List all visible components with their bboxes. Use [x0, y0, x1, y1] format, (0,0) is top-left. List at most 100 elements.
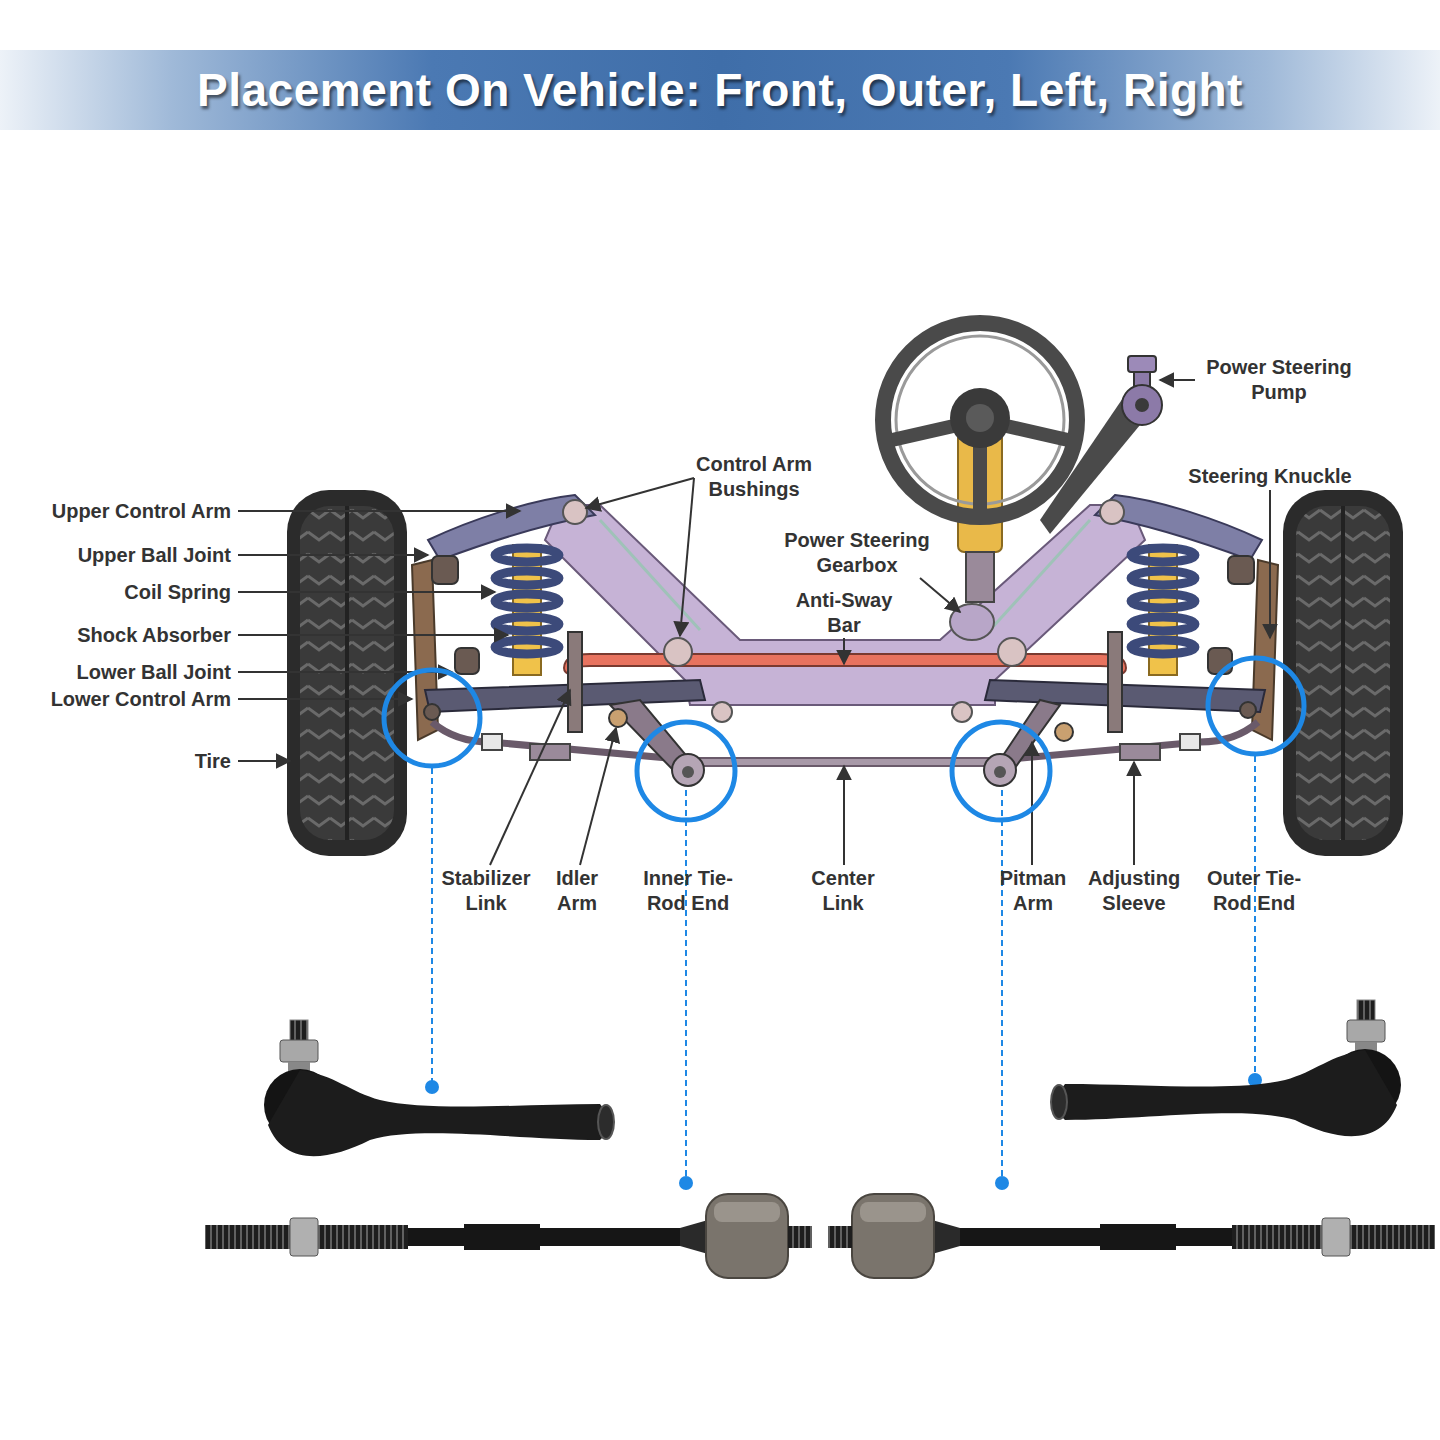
- stabilizer-link: [568, 632, 582, 732]
- dashed-guide: [1254, 756, 1256, 1080]
- dashed-guide: [431, 768, 433, 1087]
- part-label: Lower Ball Joint: [77, 660, 231, 685]
- outer-tie-rod-end: [1056, 1050, 1397, 1136]
- outer-tie-rod-end: [1347, 1020, 1385, 1042]
- steering-linkage: [994, 766, 1006, 778]
- inner-tie-rod: [1176, 1228, 1232, 1246]
- control-arm-bushing: [712, 702, 732, 722]
- steering-linkage: [482, 734, 502, 750]
- steering-wheel: [950, 388, 1010, 448]
- inner-tie-rod: [464, 1224, 540, 1250]
- part-label: Control Arm Bushings: [687, 452, 822, 502]
- leader-line: [238, 591, 495, 593]
- inner-tie-rod: [205, 1194, 812, 1278]
- outer-tie-rod-end: [598, 1105, 614, 1139]
- ball-joint: [432, 556, 458, 584]
- inner-tie-rod: [1350, 1225, 1435, 1249]
- coil-spring: [1131, 594, 1195, 608]
- inner-tie-rod: [960, 1228, 1100, 1246]
- dashed-guide: [685, 790, 687, 1183]
- leader-line: [843, 638, 845, 664]
- part-label: Steering Knuckle: [1188, 464, 1351, 489]
- part-label: Lower Control Arm: [51, 687, 231, 712]
- steering-wheel: [883, 323, 1077, 640]
- outer-tie-rod-end: [1051, 1000, 1401, 1136]
- inner-tie-rod: [1100, 1224, 1176, 1250]
- tire: [1296, 506, 1390, 840]
- part-label: Upper Control Arm: [52, 499, 231, 524]
- steering-linkage: [1120, 744, 1160, 760]
- leader-line: [1160, 379, 1195, 381]
- leader-line: [238, 380, 1270, 865]
- control-arm-bushing: [563, 500, 1124, 722]
- part-label: Adjusting Sleeve: [1080, 866, 1188, 916]
- control-arm-bushing: [998, 638, 1026, 666]
- highlight-circle: [1208, 658, 1304, 754]
- part-label: Shock Absorber: [77, 623, 231, 648]
- power-steering-pump: [1122, 385, 1162, 425]
- ball-joint: [455, 648, 479, 674]
- control-arm-bushing: [1100, 500, 1124, 524]
- inner-tie-rod: [318, 1225, 408, 1249]
- title-text: Placement On Vehicle: Front, Outer, Left…: [0, 62, 1440, 118]
- leader-line: [238, 634, 508, 636]
- inner-tie-rod: [205, 1225, 290, 1249]
- inner-tie-rod: [714, 1202, 780, 1222]
- leader-line: [1031, 742, 1033, 865]
- inner-tie-rod: [932, 1220, 960, 1254]
- coil-spring: [495, 617, 559, 631]
- part-label: Upper Ball Joint: [78, 543, 231, 568]
- ball-joint: [1208, 648, 1232, 674]
- part-label: Power Steering Gearbox: [775, 528, 940, 578]
- power-steering-pump: [1128, 356, 1156, 372]
- steering-linkage: [1180, 734, 1200, 750]
- tire: [1283, 490, 1403, 856]
- steering-knuckle: [412, 560, 1278, 740]
- steering-linkage: [682, 766, 694, 778]
- steering-wheel: [883, 323, 1077, 517]
- steering-linkage: [530, 744, 570, 760]
- leader-line: [580, 728, 616, 865]
- part-label: Stabilizer Link: [436, 866, 536, 916]
- part-label: Power Steering Pump: [1194, 355, 1364, 405]
- steering-linkage: [424, 700, 1258, 786]
- outer-tie-rod-end: [1051, 1085, 1067, 1119]
- part-label: Anti-Sway Bar: [788, 588, 900, 638]
- coil-spring: [495, 571, 559, 585]
- highlight-circle: [384, 658, 1304, 820]
- lower-control-arm: [985, 680, 1265, 712]
- leader-line: [238, 760, 290, 762]
- inner-tie-rod: [828, 1226, 852, 1248]
- part-label: Center Link: [804, 866, 882, 916]
- ball-joint: [1228, 556, 1254, 584]
- leader-line: [586, 478, 694, 508]
- power-steering-pump: [1040, 356, 1162, 534]
- part-label: Pitman Arm: [993, 866, 1073, 916]
- leader-line: [920, 578, 960, 612]
- part-label: Coil Spring: [124, 580, 231, 605]
- coil-spring: [1131, 617, 1195, 631]
- inner-tie-rod: [828, 1194, 1435, 1278]
- inner-tie-rod: [1322, 1218, 1350, 1256]
- outer-tie-rod-end: [268, 1070, 609, 1156]
- steering-linkage: [672, 754, 704, 786]
- outer-tie-rod-end: [264, 1020, 614, 1156]
- steering-wheel: [966, 552, 994, 602]
- leader-line: [1269, 490, 1271, 638]
- steering-linkage: [1240, 702, 1256, 718]
- part-label: Outer Tie-Rod End: [1192, 866, 1316, 916]
- steering-linkage: [424, 704, 440, 720]
- inner-tie-rod: [408, 1228, 464, 1246]
- steering-linkage: [984, 754, 1016, 786]
- coil-spring: [1131, 571, 1195, 585]
- steering-linkage: [609, 709, 627, 727]
- leader-line: [490, 690, 570, 865]
- part-label: Inner Tie-Rod End: [626, 866, 750, 916]
- inner-tie-rod: [1232, 1225, 1322, 1249]
- inner-tie-rod: [860, 1202, 926, 1222]
- stabilizer-link: [1108, 632, 1122, 732]
- coil-spring: [495, 548, 559, 562]
- coil-spring: [1131, 548, 1195, 562]
- part-label: Idler Arm: [547, 866, 607, 916]
